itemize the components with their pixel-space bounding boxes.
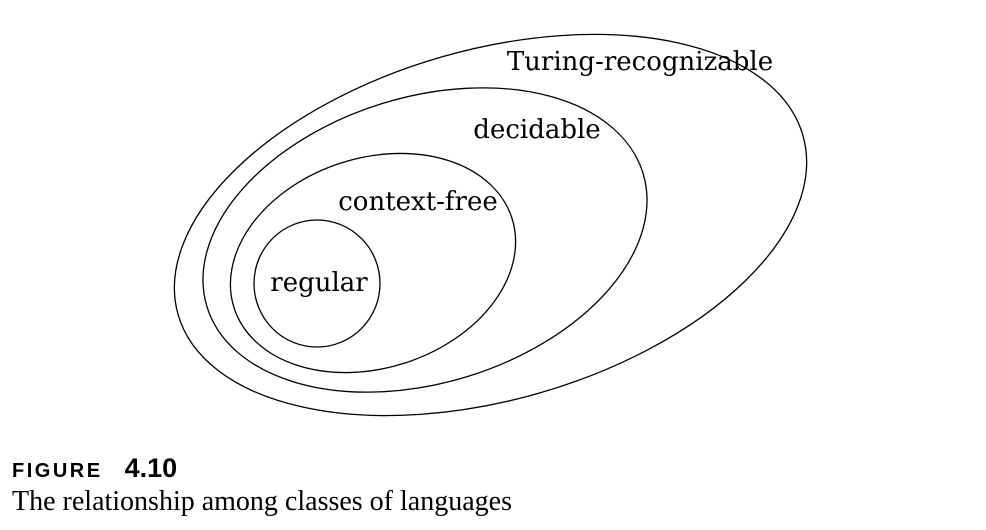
regular-label: regular [270,268,368,298]
set-context-free: context-free [229,152,517,374]
figure-caption-text: The relationship among classes of langua… [12,486,512,517]
turing-recognizable-boundary [173,33,808,417]
turing-recognizable-label: Turing-recognizable [507,47,773,77]
figure-word: FIGURE [12,460,103,482]
figure-number: 4.10 [124,453,178,483]
context-free-boundary [229,152,517,374]
figure-caption: FIGURE 4.10 The relationship among classe… [12,452,972,520]
context-free-label: context-free [338,187,498,217]
decidable-label: decidable [473,115,600,145]
set-regular: regular [253,219,381,348]
set-decidable: decidable [202,87,648,393]
regular-boundary [253,219,381,348]
decidable-boundary [202,87,648,393]
language-classes-diagram: Turing-recognizable decidable context-fr… [173,33,808,417]
figure-heading: FIGURE 4.10 [12,452,972,484]
set-turing-recognizable: Turing-recognizable [173,33,808,417]
